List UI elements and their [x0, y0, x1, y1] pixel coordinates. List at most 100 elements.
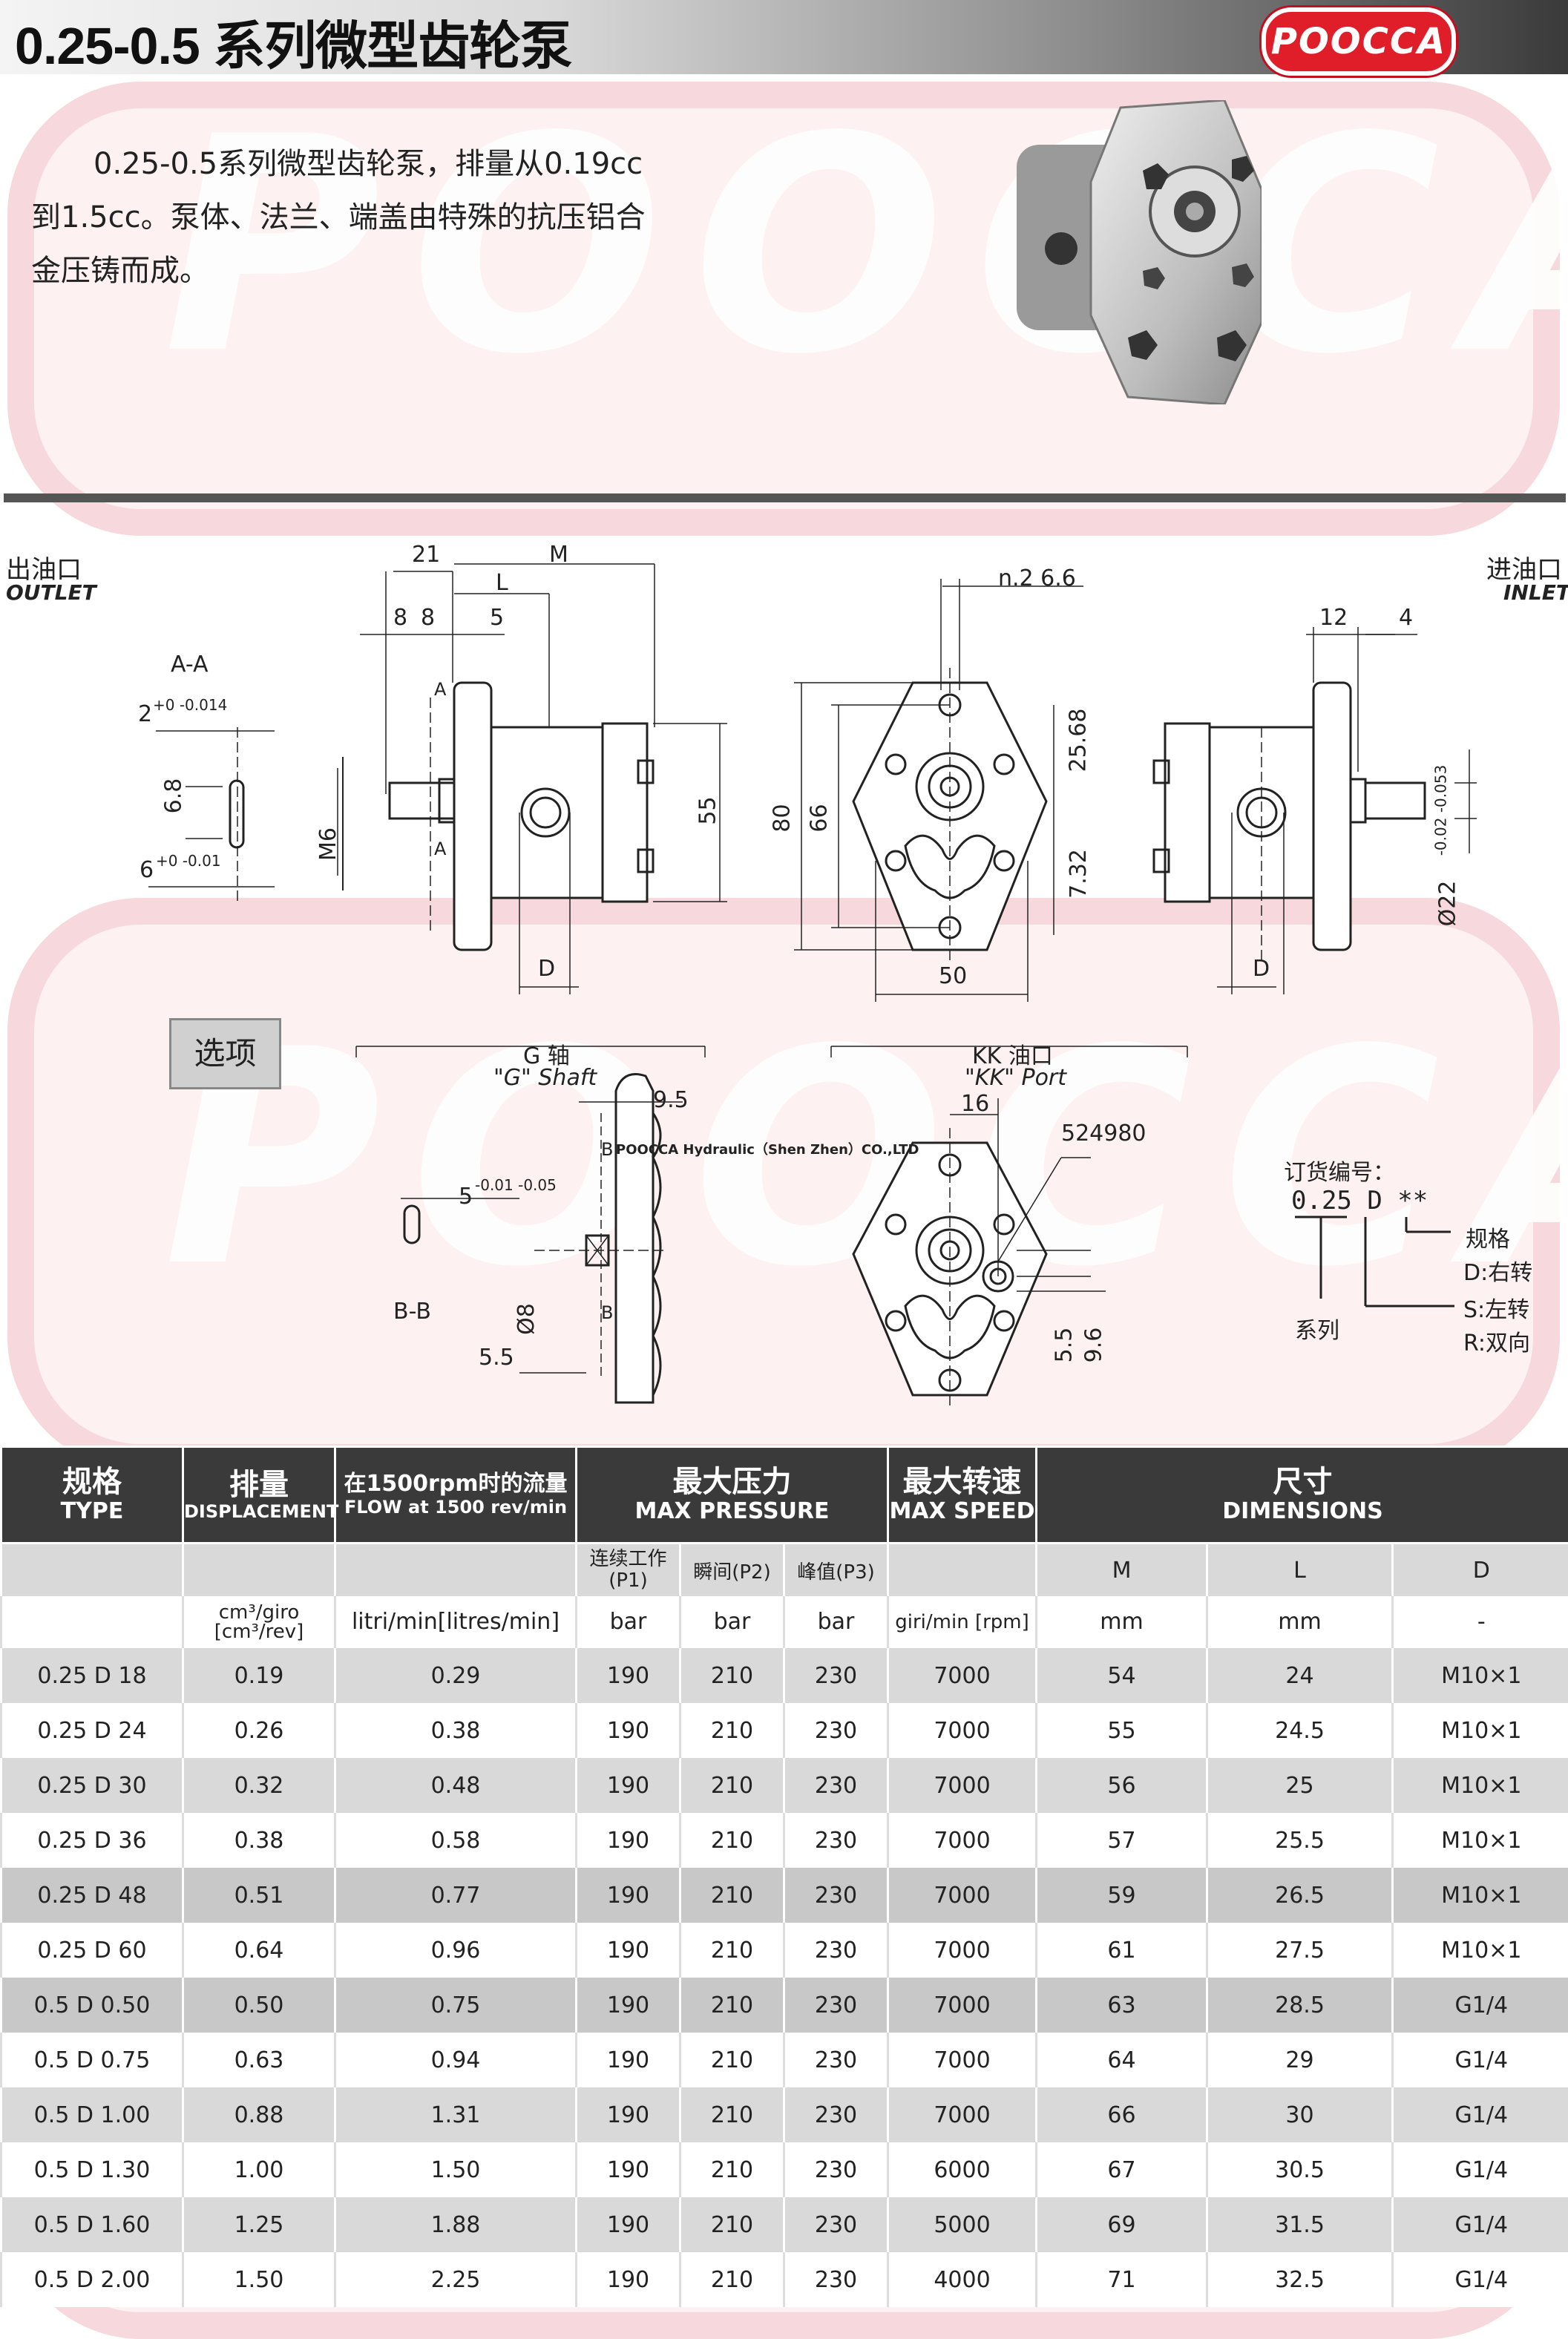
table-cell: 190 — [577, 1978, 680, 2033]
dim-5-key: 5 — [459, 1184, 473, 1210]
table-cell: M10×1 — [1393, 1923, 1568, 1978]
header-displacement-cn: 排量 — [184, 1468, 334, 1502]
dim-25-68: 25.68 — [1065, 709, 1091, 772]
sub-header-row: 连续工作(P1) 瞬间(P2) 峰值(P3) M L D — [1, 1544, 1568, 1597]
inlet-view — [1154, 627, 1477, 994]
brand-logo: POOCCA — [1262, 7, 1456, 76]
header-type-en: TYPE — [2, 1499, 182, 1525]
type-cell: 0.25 D 18 — [1, 1648, 183, 1703]
order-rot-d: D:右转 — [1463, 1254, 1532, 1287]
table-cell: 1.00 — [183, 2142, 335, 2197]
pump-photo — [1017, 100, 1262, 404]
table-cell: 230 — [784, 2087, 888, 2142]
header-pressure-en: MAX PRESSURE — [577, 1499, 887, 1525]
dim-12: 12 — [1319, 605, 1348, 631]
table-cell: 210 — [680, 2087, 784, 2142]
table-cell: 56 — [1037, 1758, 1207, 1813]
header-displacement-en: DISPLACEMENT — [184, 1502, 334, 1523]
dim-5-5-port: 5.5 — [1051, 1328, 1077, 1363]
mark-a-bottom: A — [434, 839, 446, 859]
order-code-diagram — [1295, 1217, 1454, 1306]
unit-row: cm³/giro [cm³/rev] litri/min[litres/min]… — [1, 1596, 1568, 1648]
tol-6: +0 -0.01 — [156, 852, 221, 870]
table-cell: 0.77 — [335, 1868, 577, 1923]
table-cell: G1/4 — [1393, 2252, 1568, 2307]
table-cell: 230 — [784, 1758, 888, 1813]
sub-header-p3: 峰值(P3) — [784, 1544, 888, 1597]
order-code: 0.25 D ** — [1291, 1186, 1428, 1216]
table-cell: 210 — [680, 2142, 784, 2197]
unit-cell: mm — [1207, 1596, 1393, 1648]
sub-header-blank — [1, 1544, 183, 1597]
table-cell: 230 — [784, 1648, 888, 1703]
table-cell: 71 — [1037, 2252, 1207, 2307]
table-cell: 66 — [1037, 2087, 1207, 2142]
table-cell: G1/4 — [1393, 2033, 1568, 2087]
section-divider — [4, 493, 1566, 502]
table-cell: 7000 — [888, 1978, 1037, 2033]
dim-80: 80 — [770, 804, 796, 832]
type-cell: 0.25 D 36 — [1, 1813, 183, 1868]
page-title: 0.25-0.5 系列微型齿轮泵 — [15, 4, 571, 79]
sub-header-l: L — [1207, 1544, 1393, 1597]
table-cell: 190 — [577, 2197, 680, 2252]
table-cell: 7000 — [888, 2087, 1037, 2142]
order-title: 订货编号： — [1284, 1154, 1395, 1187]
type-cell: 0.25 D 60 — [1, 1923, 183, 1978]
table-cell: 210 — [680, 2252, 784, 2307]
table-cell: 230 — [784, 1703, 888, 1758]
type-cell: 0.5 D 1.60 — [1, 2197, 183, 2252]
mark-a-top: A — [434, 679, 446, 700]
table-cell: 0.58 — [335, 1813, 577, 1868]
table-cell: 190 — [577, 2252, 680, 2307]
table-cell: 0.26 — [183, 1703, 335, 1758]
type-cell: 0.5 D 0.50 — [1, 1978, 183, 2033]
type-cell: 0.25 D 30 — [1, 1758, 183, 1813]
table-cell: 24.5 — [1207, 1703, 1393, 1758]
table-cell: 31.5 — [1207, 2197, 1393, 2252]
table-cell: 190 — [577, 2087, 680, 2142]
header-speed-cn: 最大转速 — [889, 1465, 1035, 1499]
mark-b-bottom: B — [601, 1302, 613, 1323]
flange-front-view — [794, 579, 1083, 1002]
section-aa — [148, 727, 275, 905]
table-cell: 4000 — [888, 2252, 1037, 2307]
unit-cell: mm — [1037, 1596, 1207, 1648]
section-bb-label: B-B — [393, 1299, 431, 1325]
table-cell: 1.50 — [183, 2252, 335, 2307]
table-cell: 210 — [680, 1978, 784, 2033]
unit-cell: litri/min[litres/min] — [335, 1596, 577, 1648]
table-cell: 0.64 — [183, 1923, 335, 1978]
table-cell: 7000 — [888, 1648, 1037, 1703]
table-cell: 29 — [1207, 2033, 1393, 2087]
dim-5: 5 — [490, 605, 504, 631]
table-cell: 30.5 — [1207, 2142, 1393, 2197]
type-cell: 0.25 D 24 — [1, 1703, 183, 1758]
dim-d-left: D — [538, 956, 555, 982]
outlet-label-en: OUTLET — [6, 580, 96, 605]
table-cell: 2.25 — [335, 2252, 577, 2307]
table-cell: 7000 — [888, 1703, 1037, 1758]
table-cell: 0.38 — [183, 1813, 335, 1868]
unit-cell: - — [1393, 1596, 1568, 1648]
type-cell: 0.25 D 48 — [1, 1868, 183, 1923]
order-series: 系列 — [1295, 1312, 1339, 1345]
table-cell: 24 — [1207, 1648, 1393, 1703]
dim-16: 16 — [961, 1091, 989, 1117]
table-cell: 230 — [784, 2252, 888, 2307]
table-cell: 25.5 — [1207, 1813, 1393, 1868]
dim-d-right: D — [1253, 956, 1270, 982]
dim-6: 6 — [140, 857, 154, 883]
table-cell: 28.5 — [1207, 1978, 1393, 2033]
dim-l: L — [496, 570, 508, 596]
dim-8-shaft: Ø8 — [514, 1303, 539, 1335]
table-cell: 190 — [577, 1758, 680, 1813]
